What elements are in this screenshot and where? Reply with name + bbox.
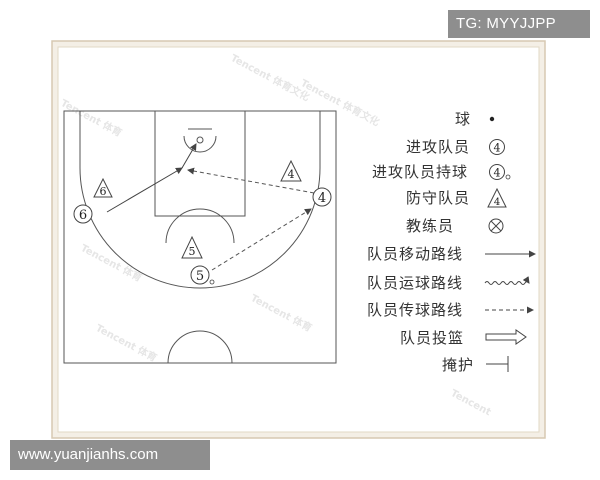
- attacker-5-with-ball-token: 5: [190, 265, 215, 285]
- ball-icon: [209, 279, 215, 285]
- defender-5-token: 5: [181, 235, 203, 259]
- defender-6-token: 6: [93, 177, 113, 198]
- svg-text:4: 4: [288, 168, 295, 181]
- svg-text:5: 5: [196, 269, 204, 284]
- legend-ball-icon: [489, 116, 495, 122]
- svg-text:6: 6: [100, 185, 107, 198]
- svg-text:4: 4: [494, 142, 501, 155]
- legend-attacker-icon: 4: [489, 139, 505, 155]
- pass-line-to-paint: [187, 167, 315, 194]
- legend-shot-icon: [485, 329, 527, 345]
- attacker-6-token: 6: [73, 204, 93, 224]
- attacker-4-token: 4: [312, 187, 332, 207]
- legend-label-attacker-with-ball: 进攻队员持球: [372, 163, 469, 181]
- svg-text:4: 4: [494, 167, 501, 180]
- free-throw-lane: [154, 110, 246, 217]
- defender-4-token: 4: [280, 159, 302, 182]
- free-throw-circle: [165, 208, 235, 244]
- move-line-attacker-6: [106, 167, 183, 213]
- legend-defender-icon: 4: [487, 187, 507, 208]
- basket-rim: [196, 136, 204, 144]
- top-overlay-tag: TG: MYYJJPP: [448, 10, 590, 38]
- legend-label-pass-line: 队员传球路线: [367, 301, 464, 319]
- play-lines: [106, 143, 315, 271]
- legend-label-ball: 球: [455, 110, 472, 128]
- legend-symbols: 4 4 4: [484, 116, 536, 372]
- legend-label-coach: 教练员: [406, 217, 455, 235]
- svg-text:6: 6: [79, 208, 87, 223]
- legend-label-move-line: 队员移动路线: [367, 245, 464, 263]
- legend-attacker-with-ball-icon: 4: [489, 164, 511, 180]
- legend-label-attacker: 进攻队员: [406, 138, 471, 156]
- legend-screen-icon: [486, 356, 509, 372]
- legend-label-dribble-line: 队员运球路线: [367, 274, 464, 292]
- players: 6 6 4 4 5 5: [73, 159, 332, 285]
- bottom-overlay-tag[interactable]: www.yuanjianhs.com: [10, 440, 210, 470]
- legend-dribble-line-icon: [484, 276, 530, 285]
- restricted-arc: [183, 135, 217, 153]
- svg-text:4: 4: [494, 197, 500, 208]
- legend-label-shot: 队员投篮: [400, 329, 465, 347]
- legend-label-defender: 防守队员: [406, 189, 471, 207]
- svg-text:5: 5: [189, 245, 196, 258]
- center-circle: [167, 330, 233, 364]
- legend-label-screen: 掩护: [442, 356, 475, 374]
- cut-line-attacker-6: [181, 143, 197, 169]
- pass-line-5-to-4: [211, 208, 312, 271]
- svg-text:4: 4: [318, 191, 326, 206]
- legend-coach-icon: [488, 218, 504, 234]
